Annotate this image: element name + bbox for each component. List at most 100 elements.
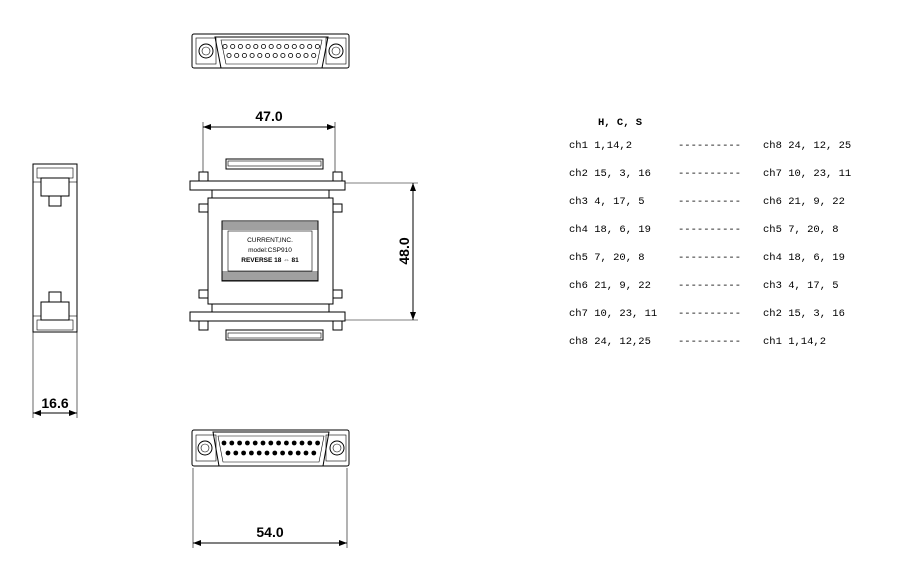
pin-hole bbox=[307, 44, 313, 50]
pin-hole bbox=[295, 53, 301, 59]
mapping-rows: ch1 1,14,2 ---------- ch8 24, 12, 25 ch2 15… bbox=[569, 140, 851, 348]
pin-hole bbox=[288, 53, 294, 59]
mapping-left: ch5 7, 20, 8 bbox=[569, 252, 645, 264]
female-pin-holes bbox=[222, 44, 320, 59]
pin-hole bbox=[234, 53, 240, 59]
pin-hole bbox=[230, 44, 236, 50]
pin-hole bbox=[291, 44, 297, 50]
pin bbox=[272, 450, 278, 456]
mapping-right: ch2 15, 3, 16 bbox=[763, 308, 845, 320]
pin bbox=[252, 440, 258, 446]
pin bbox=[295, 450, 301, 456]
label-model: model:CSP910 bbox=[248, 247, 292, 254]
pin-hole bbox=[245, 44, 251, 50]
dim-height-label: 48.0 bbox=[396, 237, 412, 264]
male-pins bbox=[221, 440, 320, 456]
pin-hole bbox=[268, 44, 274, 50]
pin-hole bbox=[280, 53, 286, 59]
mapping-right: ch4 18, 6, 19 bbox=[763, 252, 845, 264]
pin bbox=[229, 440, 235, 446]
pin bbox=[280, 450, 285, 456]
pin bbox=[315, 440, 320, 446]
pin bbox=[233, 450, 239, 456]
pin bbox=[260, 440, 266, 446]
mapping-row: ch2 15, 3, 16 ---------- ch7 10, 23, 11 bbox=[569, 168, 851, 180]
pin bbox=[307, 440, 313, 446]
mapping-right: ch8 24, 12, 25 bbox=[763, 140, 851, 152]
pin-hole bbox=[237, 44, 243, 50]
mapping-left: ch3 4, 17, 5 bbox=[569, 196, 645, 208]
mapping-dashes: ---------- bbox=[678, 336, 741, 348]
pin bbox=[288, 450, 293, 456]
front-view-adapter-body: CURRENT,INC. model:CSP910 REVERSE 18 ⇔ 8… bbox=[189, 158, 346, 341]
mapping-left: ch2 15, 3, 16 bbox=[569, 168, 651, 180]
pin bbox=[237, 440, 243, 446]
mapping-right: ch5 7, 20, 8 bbox=[763, 224, 839, 236]
mapping-dashes: ---------- bbox=[678, 308, 741, 320]
mapping-left: ch8 24, 12,25 bbox=[569, 336, 651, 348]
top-view-female-connector bbox=[191, 33, 350, 69]
pin bbox=[284, 440, 289, 446]
mapping-row: ch3 4, 17, 5 ---------- ch6 21, 9, 22 bbox=[569, 196, 845, 208]
mapping-row: ch7 10, 23, 11----------ch2 15, 3, 16 bbox=[569, 308, 845, 320]
label-stripes bbox=[222, 222, 318, 281]
mapping-dashes: ---------- bbox=[678, 140, 741, 152]
dimension-bottom-width: 54.0 bbox=[192, 468, 348, 548]
pin-hole bbox=[272, 53, 278, 59]
pin bbox=[221, 440, 227, 446]
pin bbox=[303, 450, 309, 456]
mapping-row: ch4 18, 6, 19 ---------- ch5 7, 20, 8 bbox=[569, 224, 839, 236]
pin-hole bbox=[253, 44, 259, 50]
mapping-right: ch1 1,14,2 bbox=[763, 336, 826, 348]
dim-top-width-label: 47.0 bbox=[255, 108, 282, 124]
pin-hole bbox=[222, 44, 228, 50]
pin-hole bbox=[276, 44, 282, 50]
pin bbox=[241, 450, 247, 456]
pin-hole bbox=[311, 53, 317, 59]
pin-mapping-table: H, C, S ch1 1,14,2 ---------- ch8 24, 12, … bbox=[569, 117, 851, 348]
pin bbox=[291, 440, 297, 446]
pin bbox=[268, 440, 274, 446]
mapping-right: ch7 10, 23, 11 bbox=[763, 168, 851, 180]
mapping-left: ch6 21, 9, 22 bbox=[569, 280, 651, 292]
dim-bottom-width-label: 54.0 bbox=[256, 524, 283, 540]
mapping-left: ch1 1,14,2 bbox=[569, 140, 632, 152]
mapping-row: ch5 7, 20, 8 ---------- ch4 18, 6, 19 bbox=[569, 252, 845, 264]
label-company: CURRENT,INC. bbox=[247, 237, 293, 244]
pin-hole bbox=[284, 44, 290, 50]
mapping-dashes: ---------- bbox=[678, 196, 741, 208]
dimension-height: 48.0 bbox=[345, 182, 418, 321]
pin bbox=[299, 440, 305, 446]
side-view-adapter bbox=[32, 163, 78, 333]
dimension-side-depth: 16.6 bbox=[32, 332, 78, 418]
mapping-right: ch6 21, 9, 22 bbox=[763, 196, 845, 208]
mapping-row: ch8 24, 12,25 ---------- ch1 1,14,2 bbox=[569, 336, 826, 348]
pin bbox=[249, 450, 254, 456]
mapping-left: ch4 18, 6, 19 bbox=[569, 224, 651, 236]
pin bbox=[311, 450, 317, 456]
mapping-dashes: ---------- bbox=[678, 168, 741, 180]
pin bbox=[276, 440, 281, 446]
label-reverse: REVERSE 18 ⇔ 81 bbox=[241, 257, 299, 264]
pin-hole bbox=[264, 53, 270, 59]
dim-side-depth-label: 16.6 bbox=[41, 395, 68, 411]
mapping-dashes: ---------- bbox=[678, 224, 741, 236]
pin bbox=[245, 440, 250, 446]
mapping-row: ch1 1,14,2 ---------- ch8 24, 12, 25 bbox=[569, 140, 851, 152]
pin-hole bbox=[257, 53, 263, 59]
pin-hole bbox=[303, 53, 309, 59]
pin bbox=[225, 450, 231, 456]
mapping-right: ch3 4, 17, 5 bbox=[763, 280, 839, 292]
pin bbox=[256, 450, 262, 456]
dimension-top-width: 47.0 bbox=[202, 108, 336, 172]
pin-hole bbox=[249, 53, 255, 59]
mapping-dashes: ---------- bbox=[678, 280, 741, 292]
mapping-header: H, C, S bbox=[598, 117, 642, 129]
pin-hole bbox=[241, 53, 247, 59]
pin-hole bbox=[226, 53, 232, 59]
mapping-row: ch6 21, 9, 22 ---------- ch3 4, 17, 5 bbox=[569, 280, 839, 292]
pin-hole bbox=[299, 44, 305, 50]
pin-hole bbox=[314, 44, 320, 50]
mapping-dashes: ---------- bbox=[678, 252, 741, 264]
